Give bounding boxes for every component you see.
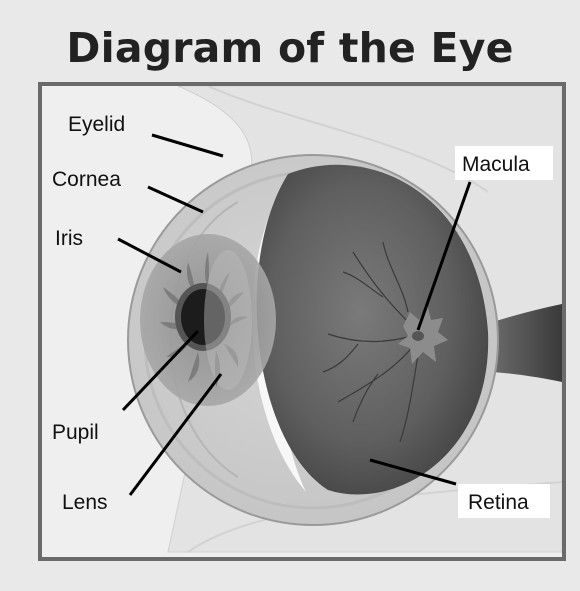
label-eyelid: Eyelid xyxy=(68,113,125,136)
diagram-title: Diagram of the Eye xyxy=(0,24,580,72)
lens xyxy=(204,250,252,390)
label-lens: Lens xyxy=(62,491,108,514)
fovea xyxy=(412,331,424,341)
label-macula: Macula xyxy=(462,153,530,176)
label-iris: Iris xyxy=(55,227,83,250)
eye-illustration: Eyelid Cornea Iris Pupil Lens Macula Ret… xyxy=(38,82,566,561)
eye-diagram: Eyelid Cornea Iris Pupil Lens Macula Ret… xyxy=(38,82,566,561)
label-pupil: Pupil xyxy=(52,421,99,444)
label-retina: Retina xyxy=(468,491,529,514)
label-cornea: Cornea xyxy=(52,168,121,191)
